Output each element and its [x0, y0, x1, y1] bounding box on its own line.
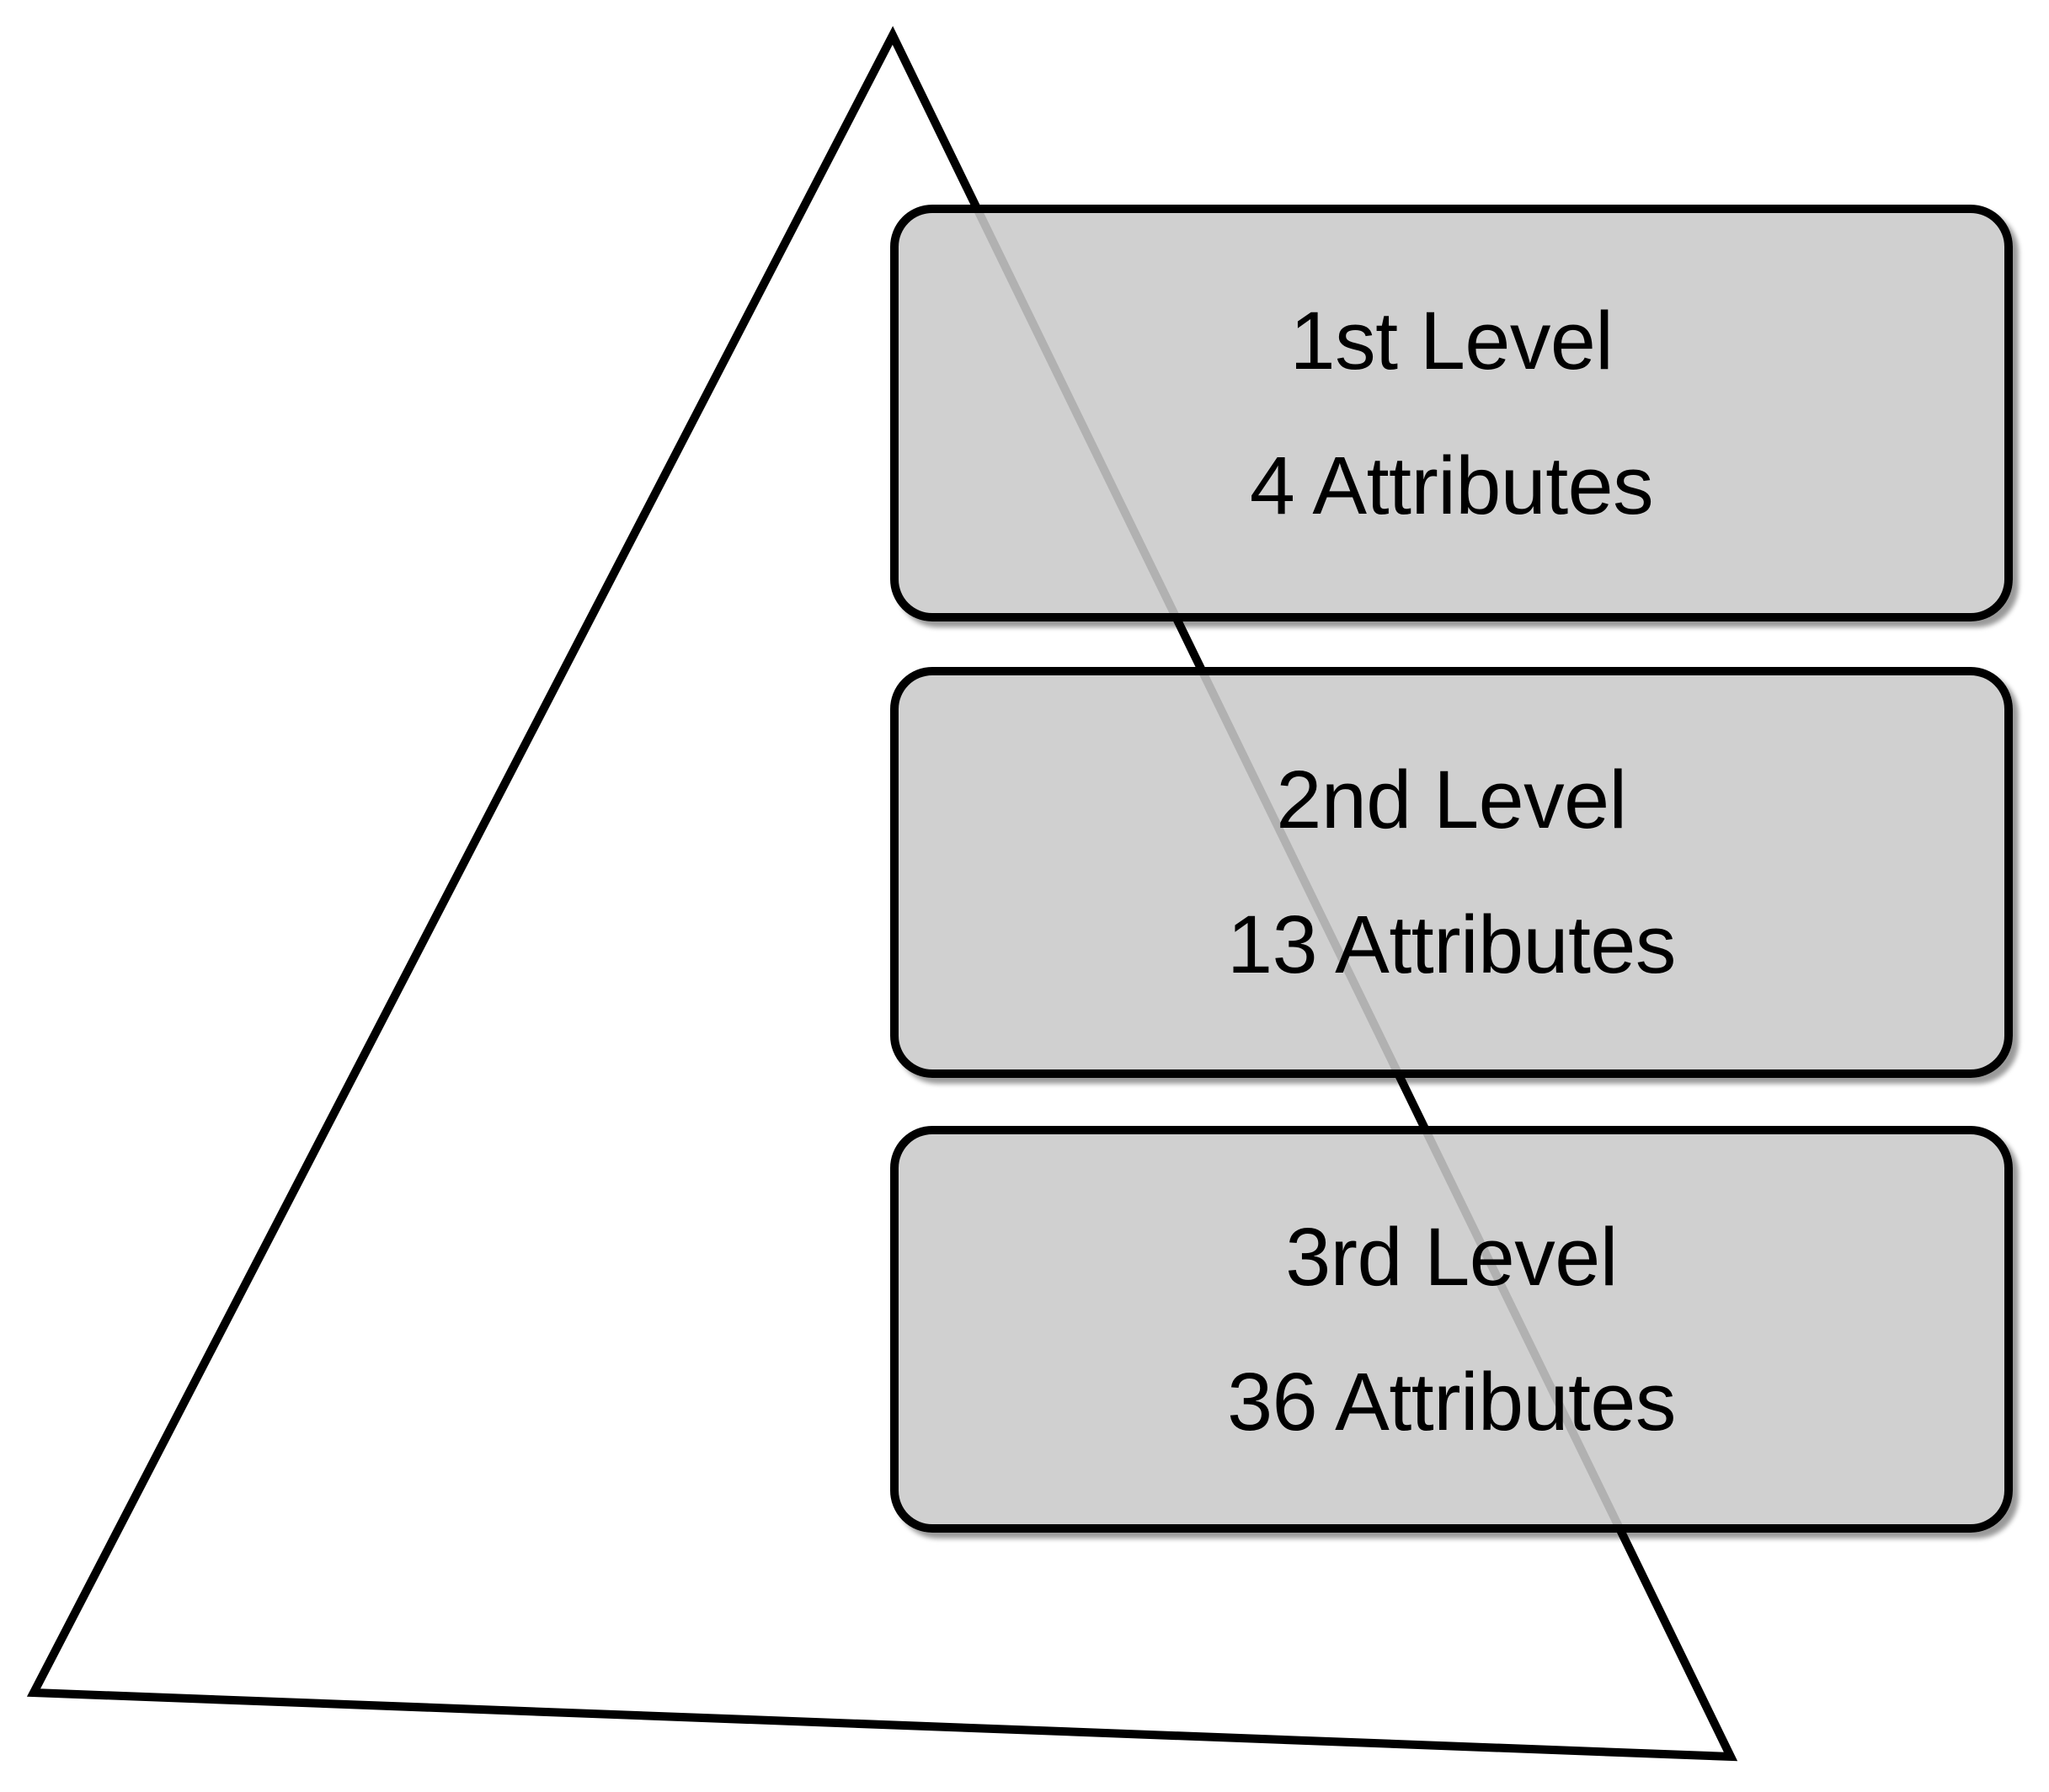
level-3-attributes: 36 Attributes — [1227, 1355, 1676, 1448]
level-box-3[interactable]: 3rd Level 36 Attributes — [890, 1126, 2013, 1533]
level-box-2[interactable]: 2nd Level 13 Attributes — [890, 667, 2013, 1078]
level-1-attributes: 4 Attributes — [1249, 439, 1654, 531]
level-3-title: 3rd Level — [1285, 1210, 1618, 1303]
level-2-attributes: 13 Attributes — [1227, 899, 1676, 990]
level-1-title: 1st Level — [1289, 294, 1614, 387]
level-2-title: 2nd Level — [1276, 754, 1627, 846]
level-box-1[interactable]: 1st Level 4 Attributes — [890, 205, 2013, 621]
